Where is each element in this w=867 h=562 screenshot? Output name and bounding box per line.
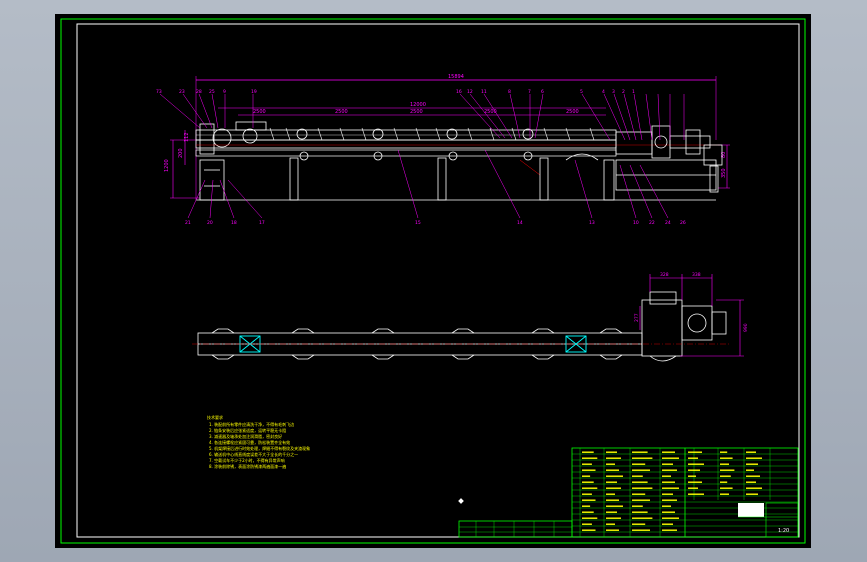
dim-height-b: 112 <box>184 132 190 142</box>
dim-overall-length: 15894 <box>448 74 464 80</box>
dim-right-a: 80 <box>721 152 727 158</box>
dim-pitch-2: 2500 <box>335 109 348 115</box>
notes-line-6: 6. 输送机中心线直线度误差不大于全长的千分之一 <box>209 451 298 457</box>
dim-plan-offset: 277 <box>634 313 640 322</box>
drawing-scale: 1:20 <box>778 528 789 534</box>
leader-label-top-2: 28 <box>196 89 202 95</box>
notes-line-3: 3. 减速器及轴承处加注润滑脂，密封良好 <box>209 433 282 439</box>
leader-label-bottom-6: 13 <box>589 220 595 226</box>
dim-pitch-3: 2500 <box>410 109 423 115</box>
dim-pitch-5: 2500 <box>566 109 579 115</box>
dim-right-b: 350 <box>721 168 727 178</box>
notes-line-8: 8. 涂装前除锈，表面涂防锈漆两遍面漆一遍 <box>209 463 286 469</box>
plan-view: 328 338 277 990 <box>192 272 749 362</box>
notes-line-2: 2. 链条安装后应张紧适度，运转平稳无卡阻 <box>209 427 286 433</box>
sheet-background <box>55 14 811 548</box>
leader-label-bottom-7: 10 <box>633 220 639 226</box>
leader-label-top-6: 16 <box>456 89 462 95</box>
leader-label-bottom-1: 20 <box>207 220 213 226</box>
parts-list-table <box>571 447 799 538</box>
leader-label-top-1: 23 <box>179 89 185 95</box>
dim-height-a: 200 <box>178 148 184 158</box>
bottom-table-strip <box>458 520 573 538</box>
leader-label-bottom-9: 24 <box>665 220 671 226</box>
leader-label-bottom-10: 26 <box>680 220 686 226</box>
notes-line-1: 1. 装配前所有零件应清洗干净，不得有毛刺飞边 <box>209 421 294 427</box>
notes-line-7: 7. 空载试车不少于2小时，不得有异常声响 <box>209 457 285 463</box>
inner-frame <box>76 23 800 538</box>
dim-plan-drive-width-1: 328 <box>660 272 669 278</box>
leader-label-top-15: 2 <box>622 89 625 95</box>
dim-section-length: 12000 <box>410 102 426 108</box>
leader-label-top-7: 12 <box>467 89 473 95</box>
leader-label-top-8: 11 <box>481 89 487 95</box>
notes-line-4: 4. 各连接螺栓应紧固可靠，防松装置齐全有效 <box>209 439 290 445</box>
leader-label-bottom-2: 18 <box>231 220 237 226</box>
leader-label-bottom-4: 15 <box>415 220 421 226</box>
leader-label-bottom-0: 21 <box>185 220 191 226</box>
leader-label-top-3: 25 <box>209 89 215 95</box>
leader-label-bottom-8: 22 <box>649 220 655 226</box>
leader-label-top-16: 1 <box>632 89 635 95</box>
leader-label-top-9: 8 <box>508 89 511 95</box>
leader-label-top-13: 4 <box>602 89 605 95</box>
elevation-view: 15894 12000 2500 2500 2500 2500 2500 120… <box>156 74 730 226</box>
dim-pitch-1: 2500 <box>253 109 266 115</box>
notes-line-5: 5. 机架焊接后进行时效处理，焊缝不得有裂纹及夹渣现象 <box>209 445 310 451</box>
outer-border <box>60 18 806 544</box>
dim-plan-height: 990 <box>743 323 749 332</box>
leader-label-top-4: 9 <box>223 89 226 95</box>
leader-label-bottom-3: 17 <box>259 220 265 226</box>
leader-label-top-10: 7 <box>528 89 531 95</box>
technical-notes: 技术要求 1. 装配前所有零件应清洗干净，不得有毛刺飞边 2. 链条安装后应张紧… <box>207 414 310 469</box>
leader-label-bottom-5: 14 <box>517 220 523 226</box>
snap-marker <box>458 498 464 504</box>
dim-pitch-4: 2500 <box>484 109 497 115</box>
leader-label-top-12: 5 <box>580 89 583 95</box>
leader-label-top-11: 6 <box>541 89 544 95</box>
dim-height-total: 1200 <box>164 159 170 172</box>
notes-heading: 技术要求 <box>207 414 223 420</box>
leader-label-top-14: 3 <box>612 89 615 95</box>
leader-label-top-0: 73 <box>156 89 162 95</box>
title-block: 1:20 <box>738 502 799 538</box>
leader-label-top-5: 19 <box>251 89 257 95</box>
dim-plan-drive-width-2: 338 <box>692 272 701 278</box>
